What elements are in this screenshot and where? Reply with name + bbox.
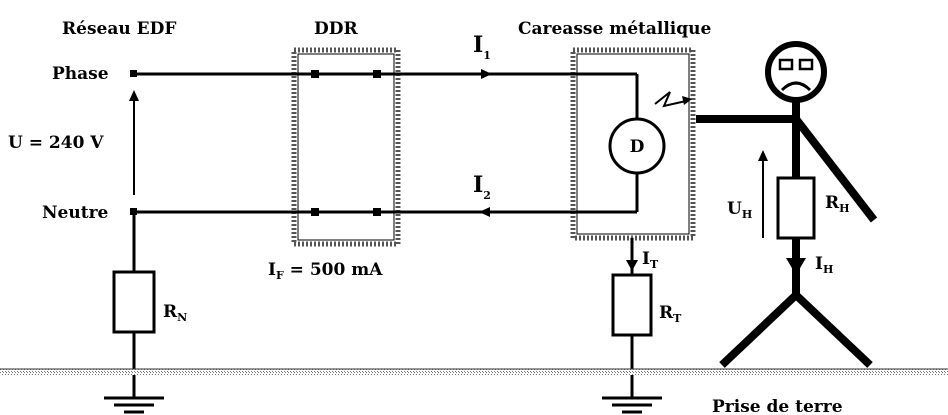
person-figure (696, 41, 878, 368)
earth-left-icon (104, 396, 164, 414)
i1-label: I1 (473, 32, 491, 62)
uh-label: UH (727, 199, 752, 221)
ddr-box (291, 47, 401, 247)
carcasse-header: Careasse métallique (518, 19, 712, 39)
ih-arrowhead (786, 258, 806, 275)
neutre-label: Neutre (42, 203, 109, 223)
neutre-wire (130, 172, 639, 217)
prise-de-terre-label: Prise de terre (712, 397, 843, 415)
rh-resistor (776, 176, 816, 240)
rt-label: RT (659, 303, 682, 325)
i1-arrowhead (481, 69, 492, 79)
rh-label: RH (825, 193, 850, 215)
ih-label: IH (815, 254, 833, 276)
sad-face-icon (778, 58, 814, 92)
rn-label: RN (163, 302, 187, 324)
it-label: IT (642, 249, 659, 271)
reseau-edf-header: Réseau EDF (62, 19, 176, 39)
it-arrowhead (626, 260, 638, 271)
ddr-header: DDR (314, 19, 358, 39)
person-head (765, 41, 827, 103)
if-label: IF = 500 mA (268, 260, 383, 282)
voltage-arrow (129, 90, 139, 195)
device-d: D (608, 117, 666, 175)
device-d-label: D (630, 137, 645, 157)
neutral-earth-branch (112, 212, 156, 398)
carcasse-earth-branch (611, 238, 653, 398)
i2-label: I2 (473, 172, 491, 202)
voltage-label: U = 240 V (8, 133, 104, 153)
phase-wire (130, 69, 639, 120)
rn-resistor (112, 270, 156, 334)
fault-symbol (654, 91, 692, 108)
i2-arrowhead (479, 207, 490, 217)
rt-resistor (611, 273, 653, 337)
earth-right-icon (602, 396, 662, 414)
phase-label: Phase (52, 64, 109, 84)
uh-arrow (758, 150, 768, 238)
ground-line (0, 368, 948, 375)
